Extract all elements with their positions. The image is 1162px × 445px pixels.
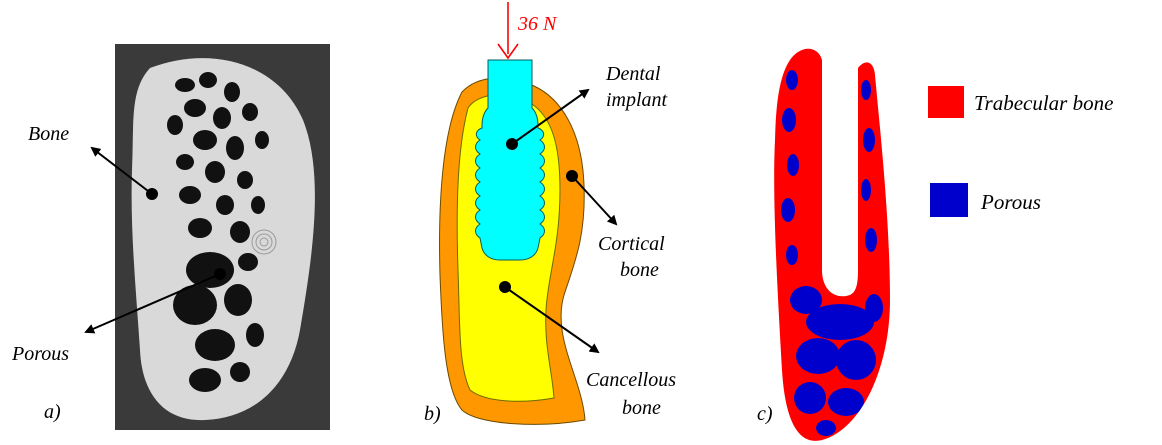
legend-label-porous: Porous (980, 190, 1041, 214)
legend-swatch-porous (930, 183, 968, 217)
legend-label-trabecular: Trabecular bone (974, 91, 1113, 115)
bone-pointer-dot (146, 188, 158, 200)
label-force: 36 N (517, 13, 558, 35)
panel-b-tag: b) (424, 403, 441, 425)
panel-b: 36 N Dental implant Cortical bone Cancel… (424, 2, 676, 425)
label-dental-implant-line1: Dental (605, 63, 661, 85)
legend-swatch-trabecular (928, 86, 964, 118)
label-cancellous-line1: Cancellous (586, 369, 676, 391)
panel-a: Bone Porous a) (11, 44, 330, 430)
implant-pointer-dot (506, 138, 518, 150)
panel-c-tag: c) (757, 403, 773, 425)
cortical-pointer-dot (566, 170, 578, 182)
panel-c: Trabecular bone Porous c) (757, 49, 1113, 441)
label-cortical-line1: Cortical (598, 233, 665, 255)
cancellous-pointer-dot (499, 281, 511, 293)
label-cortical-line2: bone (620, 259, 659, 281)
label-bone: Bone (28, 123, 69, 145)
porous-pointer-dot (214, 268, 226, 280)
label-porous: Porous (11, 343, 69, 365)
label-cancellous-line2: bone (622, 397, 661, 419)
label-dental-implant-line2: implant (606, 89, 668, 111)
panel-a-tag: a) (44, 401, 61, 423)
